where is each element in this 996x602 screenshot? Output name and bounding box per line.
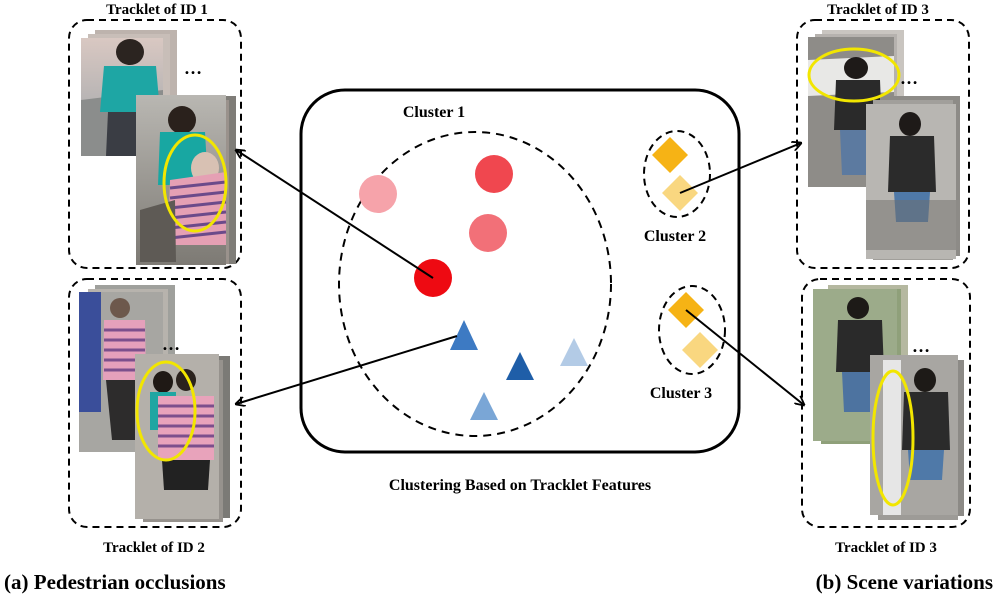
- cluster-3-feature-diamond: [682, 332, 718, 368]
- arrow-to-tracklet-id3-bottom: [685, 309, 804, 405]
- occlusion-highlight-id1: [162, 133, 228, 233]
- clustering-caption: Clustering Based on Tracklet Features: [389, 477, 651, 494]
- tracklet-id2-images: [79, 285, 230, 522]
- cluster-1-feature-triangle: [470, 392, 498, 420]
- tracklet-id3-top-title: Tracklet of ID 3: [827, 2, 929, 18]
- scene-highlight-top: [807, 47, 901, 103]
- cluster-2-boundary: [643, 130, 711, 218]
- cluster-1-feature-point: [475, 155, 513, 193]
- cluster-1-feature-triangle: [450, 320, 478, 350]
- clustering-panel: [299, 88, 741, 454]
- cluster-1-feature-point: [359, 175, 397, 213]
- cluster-3-label: Cluster 3: [650, 385, 712, 402]
- cluster-1-feature-triangle: [560, 338, 588, 366]
- cluster-1-boundary: [338, 131, 612, 437]
- arrow-to-tracklet-id1: [236, 150, 434, 279]
- tracklet-id1-ellipsis: …: [184, 58, 202, 78]
- tracklet-id1-images: [81, 30, 236, 265]
- subfigure-b-caption: (b) Scene variations: [816, 570, 993, 594]
- arrow-to-tracklet-id2: [236, 335, 458, 404]
- scene-highlight-bottom: [871, 369, 915, 507]
- tracklet-id3-bottom-ellipsis: …: [912, 336, 930, 356]
- cluster-1-label: Cluster 1: [403, 104, 465, 121]
- arrow-to-tracklet-id3-top: [679, 143, 801, 194]
- tracklet-id3-bottom-title: Tracklet of ID 3: [835, 540, 937, 556]
- occlusion-highlight-id2: [135, 360, 197, 462]
- tracklet-id3-top-ellipsis: …: [900, 68, 918, 88]
- tracklet-id3-top-images: [808, 30, 960, 260]
- tracklet-id2-title: Tracklet of ID 2: [103, 540, 205, 556]
- cluster-2-feature-diamond: [652, 137, 688, 173]
- subfigure-a-caption: (a) Pedestrian occlusions: [4, 570, 226, 594]
- cluster-2-label: Cluster 2: [644, 228, 706, 245]
- tracklet-id1-title: Tracklet of ID 1: [106, 2, 208, 18]
- tracklet-id1-frame: [68, 19, 242, 269]
- cluster-3-boundary: [658, 285, 726, 375]
- tracklet-id2-ellipsis: …: [162, 334, 180, 354]
- tracklet-id3-bottom-images: [813, 285, 964, 520]
- cluster-1-feature-point: [469, 214, 507, 252]
- cluster-1-feature-triangle: [506, 352, 534, 380]
